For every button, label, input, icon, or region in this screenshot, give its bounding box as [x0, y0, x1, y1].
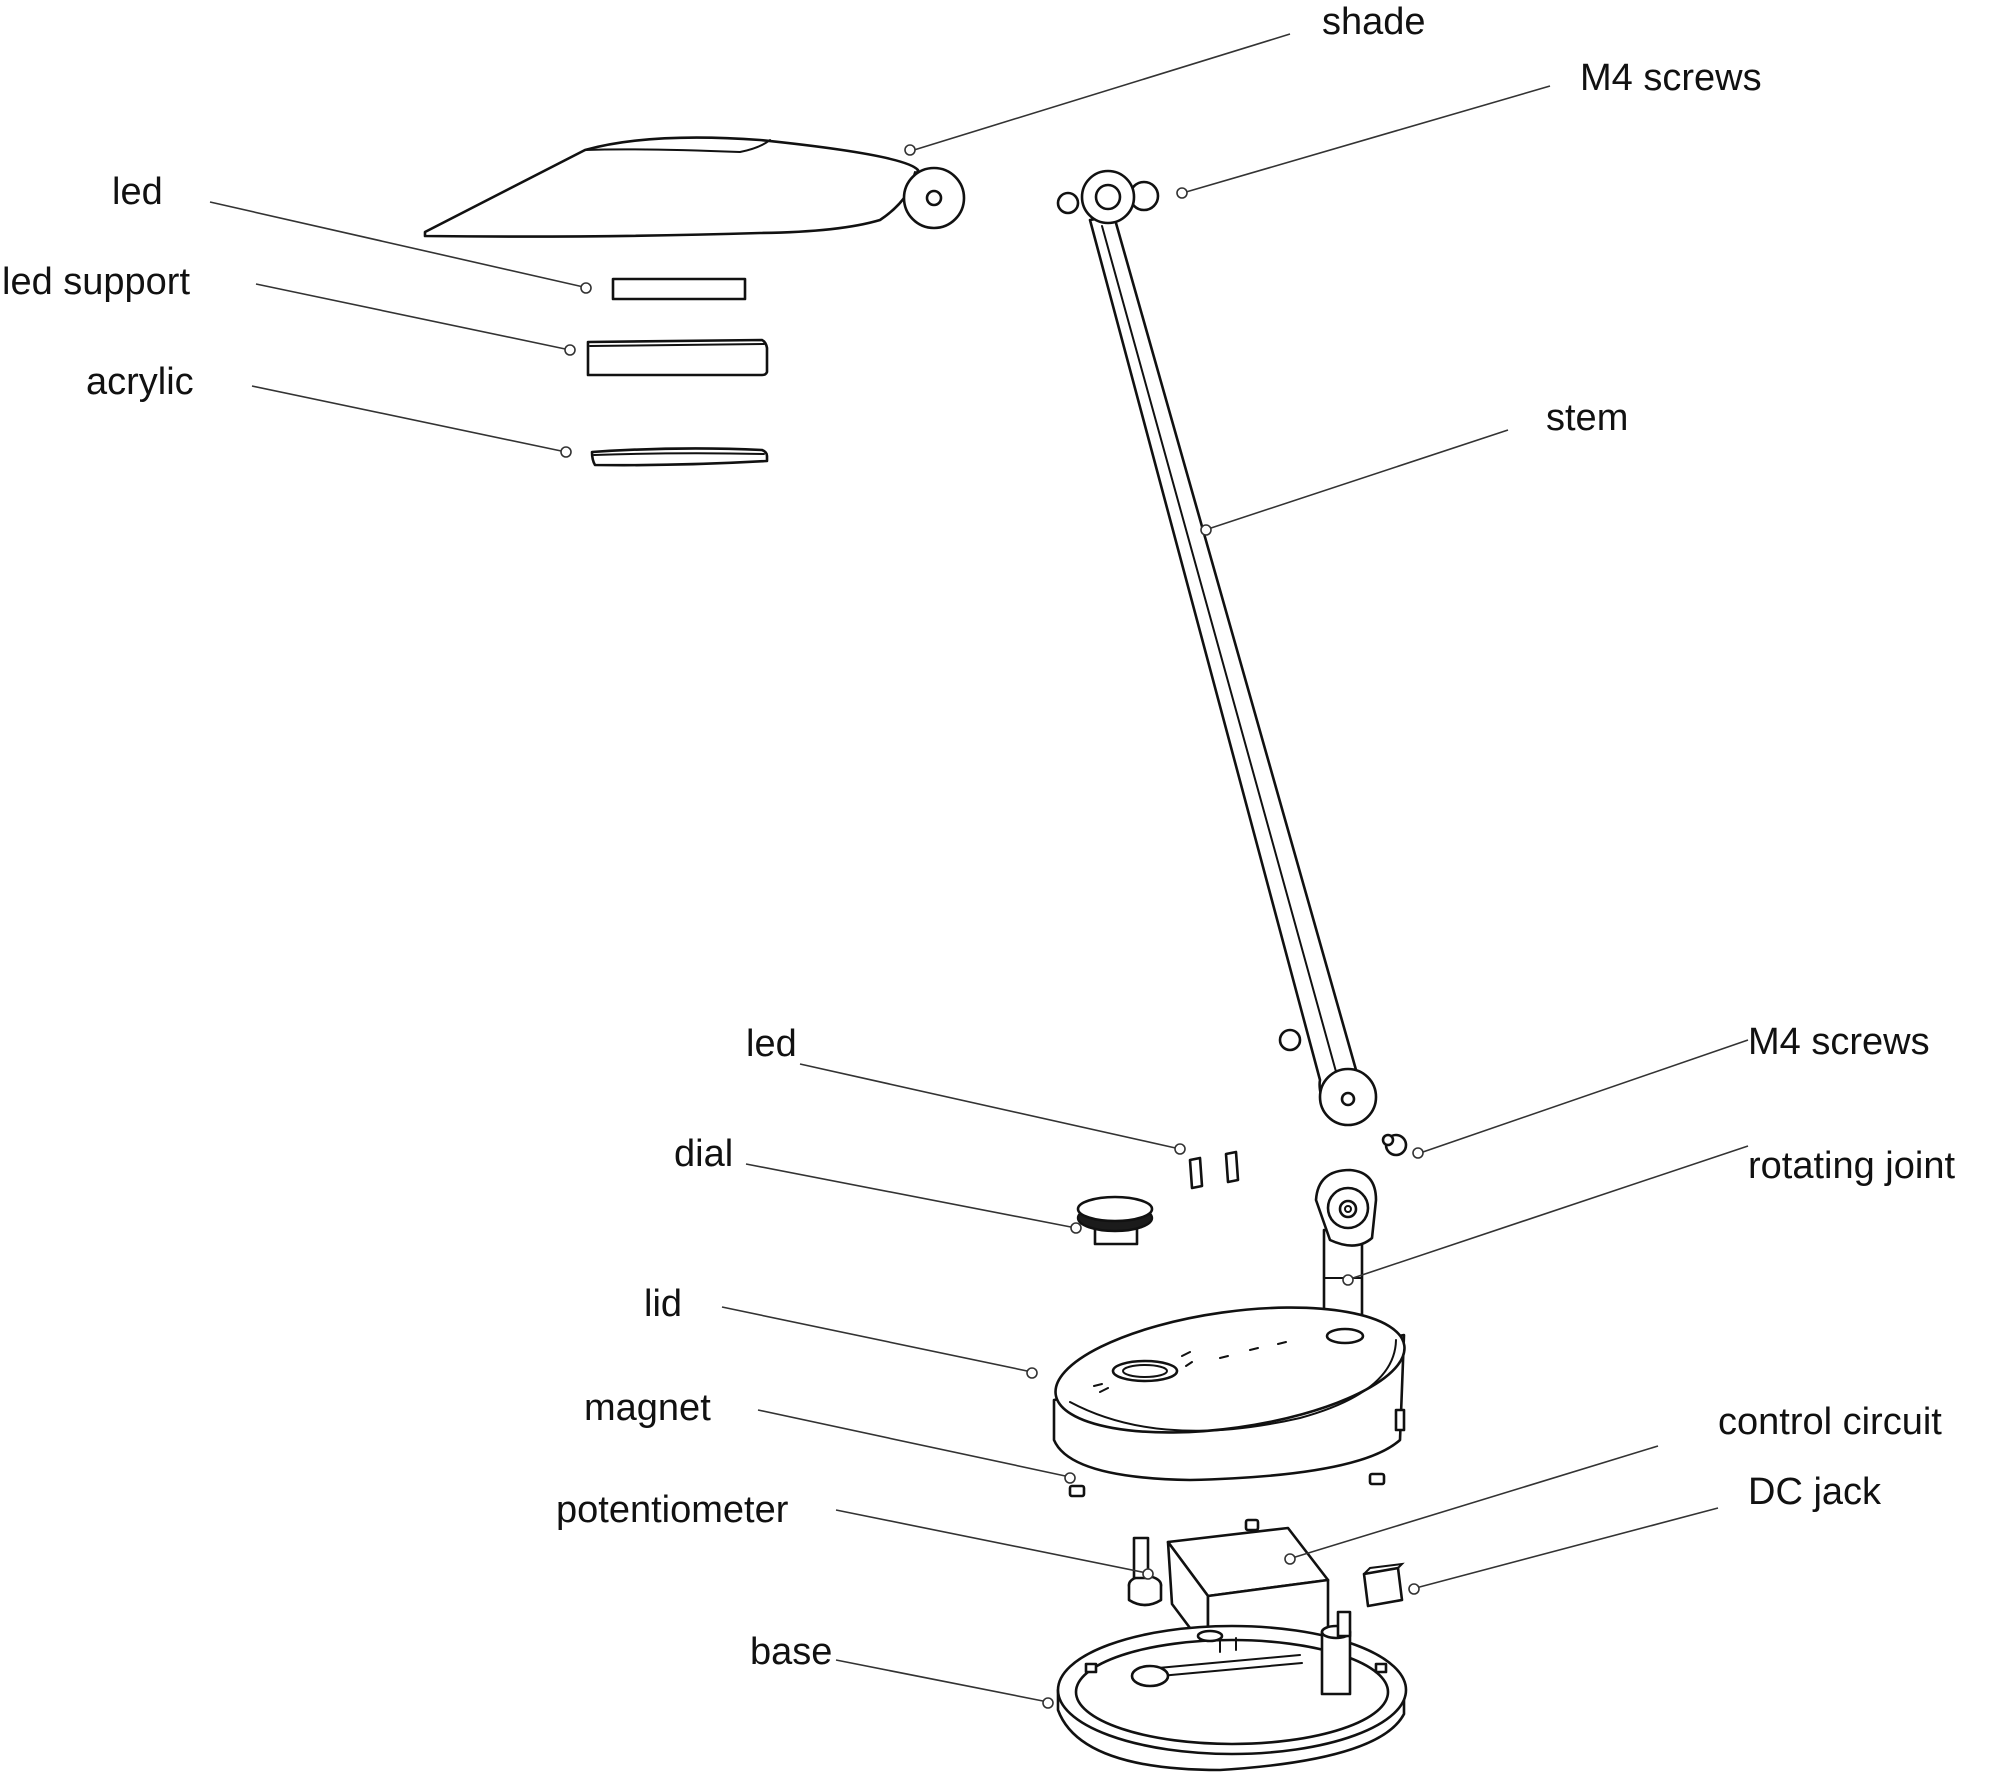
- dc-jack-part: [1362, 1562, 1405, 1608]
- dial-part: [1076, 1195, 1154, 1246]
- label-dc-jack: DC jack: [1748, 1471, 1882, 1513]
- leader-m4-screws-top: [1185, 85, 1551, 193]
- shade-part: [423, 136, 966, 238]
- label-acrylic: acrylic: [86, 361, 194, 403]
- label-shade: shade: [1322, 1, 1426, 43]
- leader-lid: [721, 1306, 1033, 1373]
- label-led-top: led: [112, 171, 163, 213]
- leader-dc-jack: [1411, 1507, 1719, 1590]
- m4-screws-top-part: [1056, 180, 1160, 215]
- leader-m4-screws-bottom: [1419, 1039, 1749, 1154]
- leader-base: [835, 1659, 1049, 1703]
- label-m4-screws-top: M4 screws: [1580, 57, 1762, 99]
- label-dial: dial: [674, 1133, 733, 1175]
- potentiometer-part: [1127, 1536, 1163, 1607]
- label-potentiometer: potentiometer: [556, 1489, 789, 1531]
- led-base-part: [1188, 1150, 1240, 1190]
- leader-led-base: [799, 1063, 1181, 1150]
- lid-part: [1052, 1306, 1406, 1482]
- led-support-part: [586, 338, 769, 377]
- leader-led-top: [209, 201, 589, 289]
- label-control-circuit: control circuit: [1718, 1401, 1942, 1443]
- leader-control-circuit: [1291, 1445, 1659, 1559]
- leader-lines: [209, 33, 1749, 1703]
- led-top-part: [611, 277, 747, 301]
- label-base: base: [750, 1631, 832, 1673]
- m4-screws-bottom-part: [1381, 1133, 1408, 1157]
- leader-dial: [745, 1163, 1077, 1229]
- label-led-base: led: [746, 1023, 797, 1065]
- leader-shade: [913, 33, 1291, 151]
- magnet-part: [1068, 1472, 1386, 1498]
- base-part: [1056, 1610, 1408, 1772]
- acrylic-part: [590, 447, 769, 467]
- stem-part: [1080, 169, 1378, 1127]
- leader-acrylic: [251, 385, 567, 453]
- leader-magnet: [757, 1409, 1071, 1478]
- label-led-support: led support: [2, 261, 190, 303]
- leader-rotating-joint: [1349, 1145, 1749, 1280]
- label-m4-screws-bottom: M4 screws: [1748, 1021, 1930, 1063]
- labels: shade M4 screws led led support acrylic …: [2, 1, 1955, 1673]
- leader-stem: [1207, 429, 1509, 530]
- label-lid: lid: [644, 1283, 682, 1325]
- leader-potentiometer: [835, 1509, 1148, 1574]
- label-magnet: magnet: [584, 1387, 711, 1429]
- label-stem: stem: [1546, 397, 1628, 439]
- label-rotating-joint: rotating joint: [1748, 1145, 1955, 1187]
- leader-dots: [560, 144, 1424, 1709]
- leader-led-support: [255, 283, 571, 351]
